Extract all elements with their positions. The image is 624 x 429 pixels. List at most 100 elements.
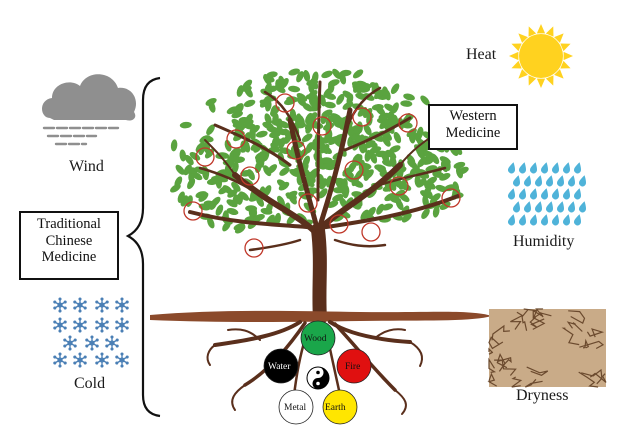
sun-ray [554, 69, 564, 79]
snowflake [73, 317, 87, 333]
element-metal-label: Metal [284, 403, 307, 413]
tcm-line-2: Chinese [45, 232, 93, 249]
branch-marker [244, 238, 264, 258]
soil-crack [581, 368, 603, 385]
sun-ray [560, 60, 571, 69]
branch [198, 166, 262, 197]
sun-ray [509, 51, 519, 61]
soil-crack [586, 328, 605, 338]
rain-drop [540, 187, 550, 201]
sun-ray [554, 33, 564, 43]
soil-crack [578, 371, 599, 388]
branch [188, 210, 322, 230]
snowflake [95, 352, 109, 368]
branch-marker [298, 193, 318, 213]
soil-crack [494, 359, 517, 376]
rain-drop [545, 200, 555, 214]
rain-drop [523, 200, 533, 214]
tcm-box: Traditional Chinese Medicine [19, 211, 119, 280]
branch-marker [312, 116, 332, 136]
ground-line [150, 310, 492, 322]
soil-crack [497, 357, 512, 367]
element-wood-circle [300, 320, 336, 356]
rain-drop [529, 187, 539, 201]
element-metal-circle [278, 389, 314, 425]
rain-drop [545, 174, 555, 188]
root [213, 320, 302, 347]
cloud-shape [42, 74, 137, 121]
branch [287, 117, 321, 235]
rain-drop [512, 174, 522, 188]
branch-marker [361, 222, 381, 242]
branch-markers [183, 93, 461, 258]
soil-crack [491, 324, 510, 341]
rain-drop [540, 161, 550, 175]
soil-crack [568, 310, 586, 324]
sun-ray [563, 51, 573, 61]
root [231, 384, 246, 411]
branch [204, 139, 236, 176]
branch-marker [344, 160, 364, 180]
branch [346, 86, 382, 127]
branch [213, 123, 292, 167]
sun-ray [518, 69, 528, 79]
five-elements [263, 320, 372, 425]
rain-drop [573, 213, 583, 227]
snowflake [73, 297, 87, 313]
rain-drop [534, 174, 544, 188]
leaf [223, 139, 233, 153]
snowflake [53, 297, 67, 313]
sun-ray [528, 75, 537, 86]
rain-drop [573, 161, 583, 175]
branch-marker [286, 140, 306, 160]
soil-crack [488, 336, 504, 350]
sun-ray [560, 43, 571, 52]
soil-crack [561, 327, 580, 346]
snowflake [95, 317, 109, 333]
branch-marker [195, 147, 215, 167]
soil-crack [510, 311, 524, 330]
branch [315, 107, 353, 235]
branch [248, 238, 302, 252]
branch [378, 166, 447, 187]
soil-crack [529, 316, 545, 328]
branch-marker [398, 113, 418, 133]
snowflake [85, 335, 99, 351]
branch [333, 238, 387, 248]
yin-yang-icon [306, 366, 330, 390]
branch-marker [329, 214, 349, 234]
root [227, 328, 261, 341]
leaf [402, 92, 416, 102]
sun-ray [536, 78, 546, 88]
leaf [170, 139, 178, 152]
snowflake [73, 352, 87, 368]
rain-drop [551, 161, 561, 175]
sun-ray [511, 60, 522, 69]
rain-drop [578, 200, 588, 214]
leaf [389, 81, 402, 96]
branch-marker [275, 93, 295, 113]
root [206, 344, 216, 366]
root [409, 341, 423, 367]
rain-drop [518, 213, 528, 227]
branch-marker [389, 176, 409, 196]
rain-drop [529, 213, 539, 227]
rain-drops-icon [507, 161, 588, 227]
snowflake [53, 352, 67, 368]
rain-drop [567, 200, 577, 214]
rain-drop [567, 174, 577, 188]
soil-crack [511, 376, 523, 388]
rain-drop [578, 174, 588, 188]
branch-marker [441, 188, 461, 208]
leaf [242, 98, 257, 109]
branch-marker [352, 107, 372, 127]
rain-drop [556, 200, 566, 214]
western-line-1: Western [449, 108, 497, 124]
branch [318, 194, 460, 230]
element-fire-label: Fire [345, 362, 361, 372]
soil-crack [524, 378, 543, 388]
branch-marker [240, 166, 260, 186]
root [394, 389, 407, 415]
